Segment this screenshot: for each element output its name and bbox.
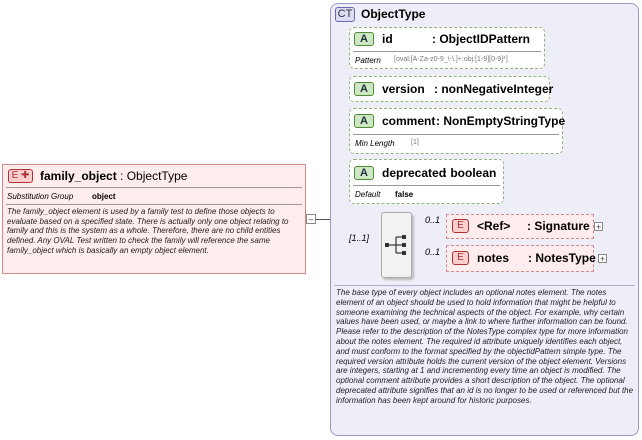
attribute-deprecated-box[interactable]: [349, 159, 504, 204]
attribute-deprecated-facet-label: Default: [355, 190, 381, 199]
element-icon: E: [452, 251, 469, 265]
element-box[interactable]: [2, 164, 306, 274]
element-icon: E ✚: [8, 169, 33, 183]
complex-type-description: The base type of every object includes a…: [336, 288, 634, 405]
attribute-id-facet-label: Pattern: [355, 56, 381, 65]
sequence-compositor[interactable]: [381, 212, 412, 278]
substitution-group-value: object: [92, 192, 116, 201]
attribute-comment-facet-label: Min Length: [355, 139, 395, 148]
attribute-comment-name: comment: [382, 114, 436, 128]
ref-multiplicity: 0..1: [425, 215, 441, 225]
attribute-id-box[interactable]: [349, 27, 545, 69]
attribute-deprecated-name: deprecated: [382, 166, 447, 180]
attribute-comment-box[interactable]: [349, 108, 563, 154]
attribute-version-name: version: [382, 82, 425, 96]
attribute-comment-facet-value: [1]: [411, 139, 419, 146]
plus-icon[interactable]: +: [594, 222, 603, 232]
child-ref-box[interactable]: [446, 214, 594, 239]
child-ref-type: : Signature: [527, 219, 590, 233]
attribute-version-box[interactable]: [349, 76, 550, 102]
sequence-multiplicity: [1..1]: [349, 233, 370, 243]
attribute-deprecated-type: : boolean: [443, 166, 497, 180]
attribute-divider: [353, 185, 500, 186]
element-icon: CT: [335, 7, 355, 22]
description-divider: [334, 285, 635, 286]
child-ref-name: <Ref>: [477, 219, 511, 233]
element-name: family_object : ObjectType: [40, 169, 188, 183]
attribute-comment-type: : NonEmptyStringType: [436, 114, 566, 128]
attribute-divider: [353, 51, 541, 52]
attribute-icon: A: [354, 32, 374, 46]
attribute-deprecated-facet-value: false: [395, 190, 414, 199]
element-divider: [6, 204, 302, 205]
attribute-id-type: : ObjectIDPattern: [432, 32, 531, 46]
attribute-icon: A: [354, 166, 374, 180]
element-description: The family_object element is used by a f…: [7, 207, 289, 255]
complex-type-name: ObjectType: [361, 7, 426, 21]
notes-multiplicity: 0..1: [425, 247, 441, 257]
connector-element-to-type: [316, 219, 330, 220]
element-divider: [6, 187, 302, 188]
child-notes-box[interactable]: [446, 245, 594, 272]
plus-icon[interactable]: +: [598, 254, 607, 264]
minus-icon[interactable]: –: [306, 214, 316, 224]
plus-icon: ✚: [21, 170, 30, 181]
substitution-group-label: Substitution Group: [7, 192, 74, 201]
attribute-icon: A: [354, 82, 374, 96]
attribute-id-name: id: [382, 32, 393, 46]
attribute-version-type: : nonNegativeInteger: [434, 82, 554, 96]
child-notes-type: : NotesType: [528, 251, 596, 265]
attribute-icon: A: [354, 114, 374, 128]
attribute-id-facet-value: [oval:[A-Za-z0-9_\-\.]+:obj:[1-9][0-9]*]: [394, 56, 508, 63]
element-icon: E: [452, 219, 469, 233]
child-notes-name: notes: [477, 251, 510, 265]
sequence-icon: [385, 235, 406, 255]
attribute-divider: [353, 134, 559, 135]
